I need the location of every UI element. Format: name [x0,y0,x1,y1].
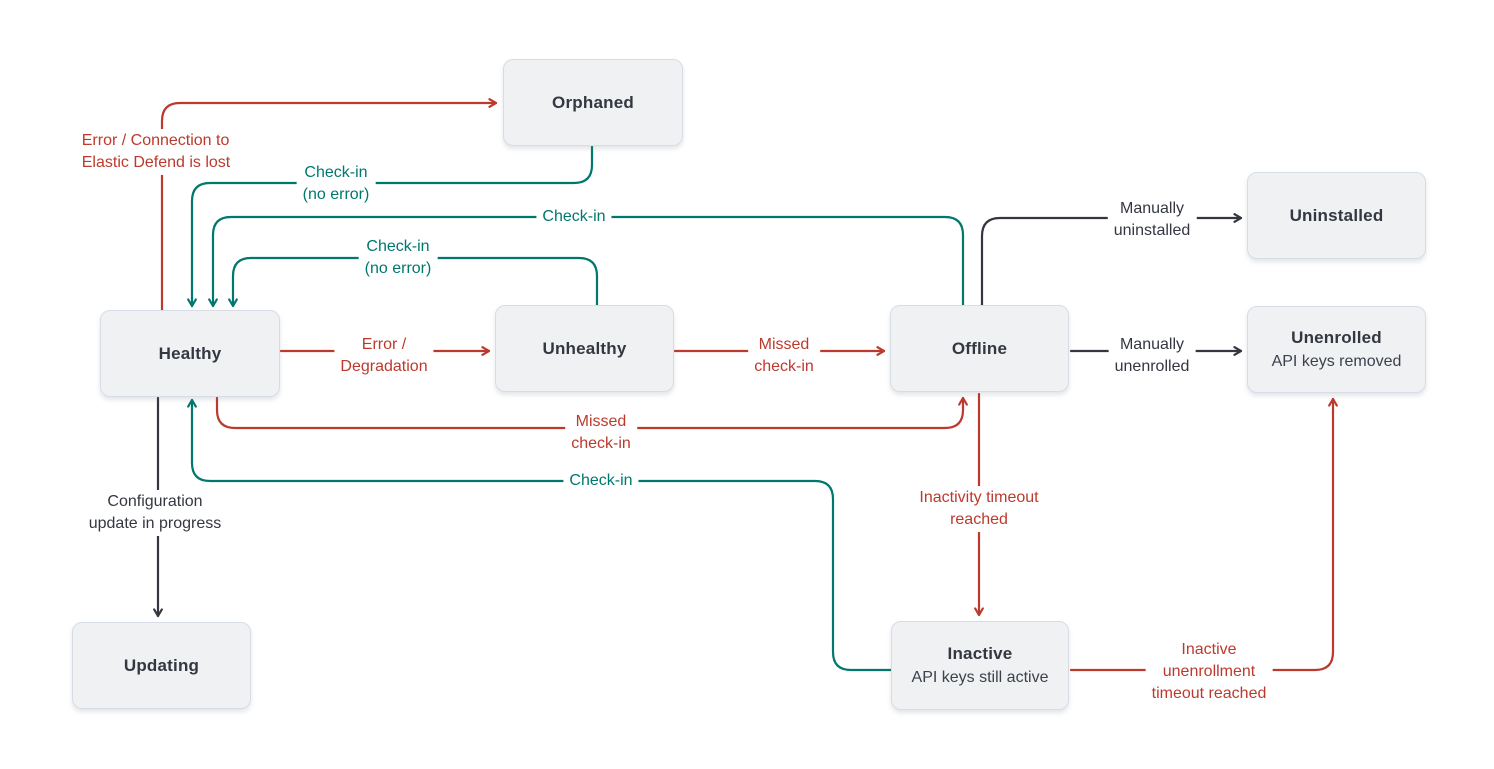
edge-inactive-to-healthy [187,398,893,672]
edge-label-orphaned-to-healthy: Check-in (no error) [296,161,376,207]
node-offline-title: Offline [951,338,1008,358]
edge-offline-to-healthy [208,215,965,308]
node-unhealthy-title: Unhealthy [542,338,627,358]
edge-label-offline-to-healthy: Check-in [536,205,612,229]
edge-label-inactive-to-unenrolled: Inactive unenrollment timeout reached [1145,638,1273,706]
edge-label-healthy-to-updating: Configuration update in progress [82,490,228,536]
edge-label-inactive-to-healthy: Check-in [563,469,639,493]
node-updating-title: Updating [123,655,200,675]
edge-offline-to-uninstalled [980,213,1243,307]
node-updating: Updating [72,622,251,709]
edge-label-unhealthy-to-offline: Missed check-in [748,333,820,379]
edge-label-healthy-to-offline: Missed check-in [565,410,637,456]
edge-label-offline-to-unenrolled: Manually unenrolled [1108,333,1196,379]
node-healthy-title: Healthy [158,343,222,363]
node-inactive: Inactive API keys still active [891,621,1069,710]
edge-label-offline-to-inactive: Inactivity timeout reached [913,486,1045,532]
edge-label-offline-to-uninstalled: Manually uninstalled [1107,197,1197,243]
node-orphaned-title: Orphaned [552,92,634,112]
node-unenrolled-subtitle: API keys removed [1271,353,1402,370]
node-unenrolled: Unenrolled API keys removed [1247,306,1426,393]
node-orphaned: Orphaned [503,59,683,146]
edge-inactive-to-unenrolled [1069,397,1338,672]
edge-label-unhealthy-to-healthy: Check-in (no error) [358,235,438,281]
edge-label-healthy-to-orphaned: Error / Connection to Elastic Defend is … [75,129,237,175]
node-healthy: Healthy [100,310,280,397]
node-uninstalled: Uninstalled [1247,172,1426,259]
node-inactive-subtitle: API keys still active [911,669,1049,686]
node-unenrolled-title: Unenrolled [1291,328,1382,347]
edge-orphaned-to-healthy [187,145,594,308]
node-uninstalled-title: Uninstalled [1289,205,1384,225]
edge-label-healthy-to-unhealthy: Error / Degradation [334,333,434,379]
node-offline: Offline [890,305,1069,392]
node-unhealthy: Unhealthy [495,305,674,392]
node-inactive-title: Inactive [947,644,1013,663]
edge-healthy-to-orphaned [160,98,498,313]
